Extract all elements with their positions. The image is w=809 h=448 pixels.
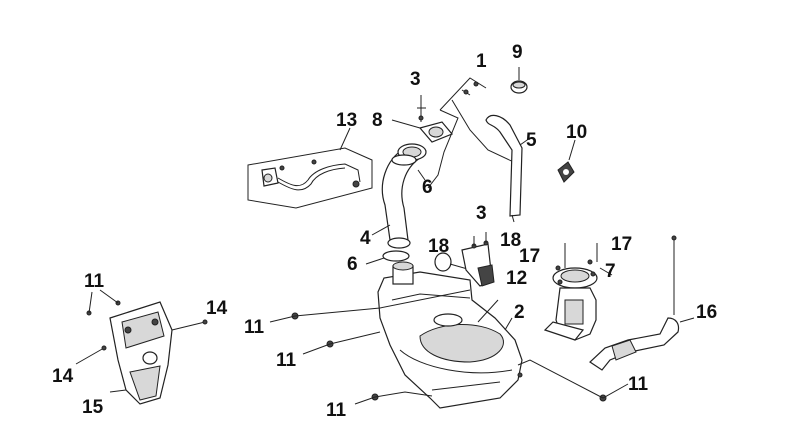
filler-hose-part bbox=[371, 143, 427, 249]
filler-frame-lines bbox=[427, 77, 521, 189]
callout-2: 2 bbox=[514, 302, 525, 323]
callout-11: 11 bbox=[244, 317, 265, 338]
callout-11: 11 bbox=[326, 400, 347, 421]
callout-14: 14 bbox=[206, 298, 228, 319]
callout-11: 11 bbox=[276, 350, 297, 371]
callout-15: 15 bbox=[82, 397, 104, 418]
callout-11: 11 bbox=[84, 271, 105, 292]
callout-1: 1 bbox=[476, 51, 487, 72]
callout-17: 17 bbox=[611, 234, 632, 255]
vent-hose-assembly bbox=[247, 127, 373, 209]
callout-6: 6 bbox=[347, 254, 358, 275]
fuel-tank-part bbox=[377, 261, 523, 409]
callout-11: 11 bbox=[628, 374, 649, 395]
neck-flange-part bbox=[391, 95, 453, 143]
callout-13: 13 bbox=[336, 110, 357, 131]
callout-8: 8 bbox=[372, 110, 383, 131]
callout-4: 4 bbox=[360, 228, 371, 249]
callout-9: 9 bbox=[512, 42, 523, 63]
callout-10: 10 bbox=[566, 122, 587, 143]
callout-18: 18 bbox=[500, 230, 521, 251]
bracket-part bbox=[75, 289, 208, 405]
callout-18: 18 bbox=[428, 236, 449, 257]
fuel-hose-part bbox=[589, 235, 695, 371]
callout-3: 3 bbox=[410, 69, 421, 90]
fuel-cap-part bbox=[510, 67, 528, 94]
callout-7: 7 bbox=[605, 261, 616, 282]
fuel-pump-part bbox=[543, 243, 613, 341]
callout-16: 16 bbox=[696, 302, 717, 323]
callout-5: 5 bbox=[526, 130, 537, 151]
hose-clamp-parts bbox=[365, 154, 426, 265]
mounting-bolts bbox=[269, 289, 629, 405]
callout-3: 3 bbox=[476, 203, 487, 224]
callout-17: 17 bbox=[519, 246, 540, 267]
callout-6: 6 bbox=[422, 177, 433, 198]
clip-part bbox=[557, 139, 576, 183]
callout-14: 14 bbox=[52, 366, 74, 387]
callout-12: 12 bbox=[506, 268, 527, 289]
fuel-sender-part bbox=[434, 232, 495, 287]
breather-tube-part bbox=[485, 114, 531, 223]
